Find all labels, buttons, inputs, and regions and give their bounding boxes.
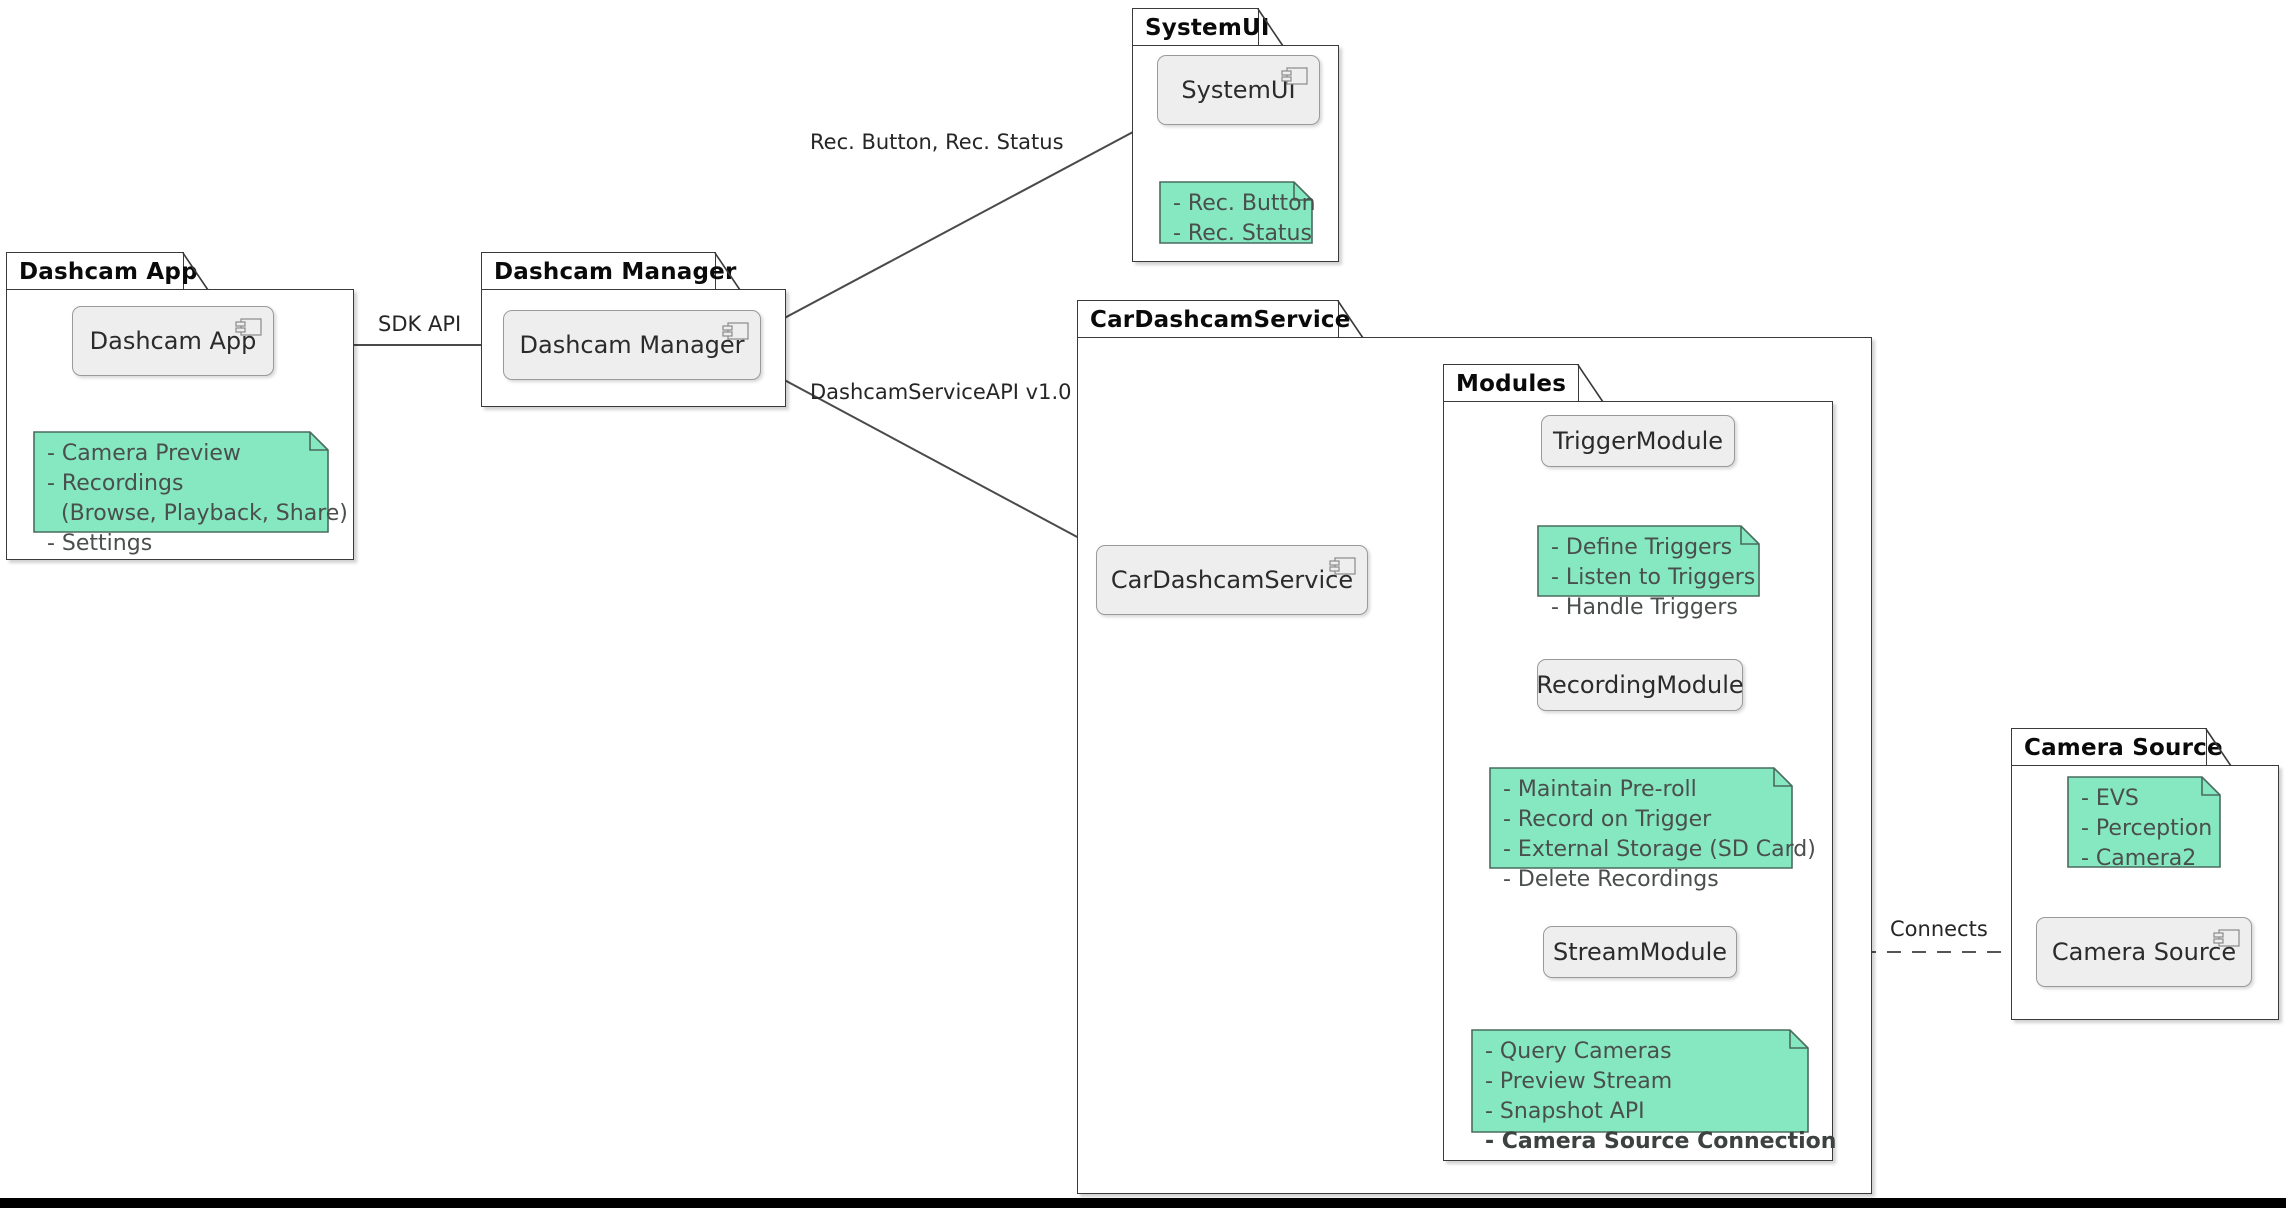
edge-label-sdk-api: SDK API [378, 312, 462, 336]
note-text: - Maintain Pre-roll - Record on Trigger … [1503, 777, 1816, 892]
package-title: Dashcam Manager [494, 258, 737, 285]
component-label: SystemUI [1181, 76, 1296, 104]
component-label: Dashcam App [89, 327, 257, 355]
note-stream-module: - Query Cameras - Preview Stream - Snaps… [1470, 1028, 1836, 1154]
component-trigger-module[interactable]: TriggerModule [1541, 415, 1735, 467]
package-tab: Camera Source [2011, 728, 2223, 766]
note-shape [2067, 776, 2221, 868]
package-title: Dashcam App [19, 258, 198, 285]
package-tab-slant [1337, 300, 1364, 339]
package-tab: Dashcam App [6, 252, 198, 290]
note-shape [33, 431, 329, 533]
note-trigger-module: - Define Triggers - Listen to Triggers -… [1536, 524, 1761, 620]
component-dashcam-app[interactable]: Dashcam App [72, 306, 274, 376]
package-title: SystemUI [1145, 14, 1270, 41]
component-system-ui[interactable]: SystemUI [1157, 55, 1320, 125]
component-camera-source[interactable]: Camera Source [2036, 917, 2252, 987]
package-tab: Dashcam Manager [481, 252, 736, 290]
package-tab: Modules [1443, 364, 1579, 402]
note-shape [1159, 181, 1313, 244]
note-camera-source: - EVS - Perception - Camera2 [2066, 775, 2222, 871]
component-label: RecordingModule [1536, 671, 1744, 699]
uml-component-icon [1281, 67, 1308, 85]
note-shape [1489, 767, 1793, 869]
component-label: StreamModule [1552, 938, 1728, 966]
component-dashcam-manager[interactable]: Dashcam Manager [503, 310, 761, 380]
bottom-bar [0, 1198, 2286, 1208]
component-car-dashcam-service[interactable]: CarDashcamService [1096, 545, 1368, 615]
uml-component-icon [1329, 557, 1356, 575]
note-recording-module: - Maintain Pre-roll - Record on Trigger … [1488, 766, 1816, 892]
package-title: CarDashcamService [1090, 306, 1351, 333]
package-tab-slant [182, 252, 209, 291]
edge-label-dashcam-service-api: DashcamServiceAPI v1.0 [810, 380, 1072, 404]
component-label: Dashcam Manager [519, 331, 745, 359]
note-text: - EVS - Perception - Camera2 [2081, 786, 2213, 871]
note-text: - Query Cameras - Preview Stream - Snaps… [1485, 1039, 1837, 1154]
package-tab: CarDashcamService [1077, 300, 1350, 338]
package-tab-slant [1577, 364, 1604, 403]
uml-component-icon [2213, 929, 2240, 947]
package-tab-slant [714, 252, 741, 291]
note-text: - Rec. Button - Rec. Status [1173, 191, 1316, 246]
package-title: Camera Source [2024, 734, 2223, 761]
component-stream-module[interactable]: StreamModule [1543, 926, 1737, 978]
note-shape [1537, 525, 1760, 597]
uml-component-icon [235, 318, 262, 336]
note-text: - Define Triggers - Listen to Triggers -… [1551, 535, 1756, 620]
package-tab-slant [2205, 728, 2232, 767]
uml-component-icon [722, 322, 749, 340]
component-label: Camera Source [2051, 938, 2237, 966]
note-system-ui: - Rec. Button - Rec. Status [1158, 180, 1316, 246]
component-label: TriggerModule [1552, 427, 1724, 455]
package-title: Modules [1456, 370, 1567, 397]
note-text: - Camera Preview - Recordings (Browse, P… [47, 441, 348, 556]
note-dashcam-app: - Camera Preview - Recordings (Browse, P… [32, 430, 348, 556]
note-shape [1471, 1029, 1809, 1133]
package-tab: SystemUI [1132, 8, 1269, 46]
edge-label-rec-button-status: Rec. Button, Rec. Status [810, 130, 1064, 154]
component-label: CarDashcamService [1110, 566, 1354, 594]
package-tab-slant [1257, 8, 1284, 47]
component-recording-module[interactable]: RecordingModule [1536, 659, 1744, 711]
edge-label-connects: Connects [1884, 917, 1994, 941]
